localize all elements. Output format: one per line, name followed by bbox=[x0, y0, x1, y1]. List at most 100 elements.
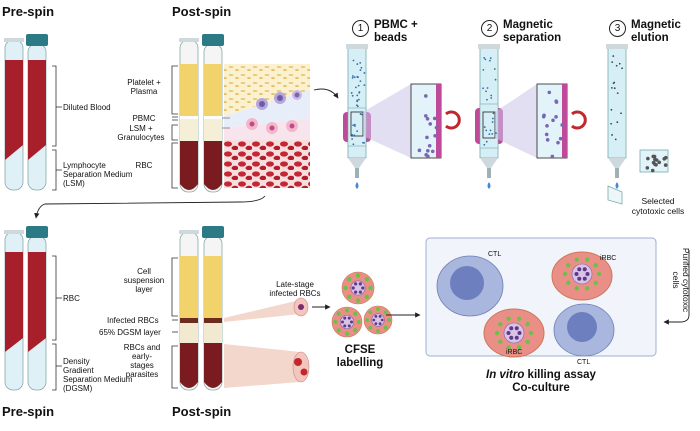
cell-dot bbox=[350, 92, 353, 94]
cell-dot bbox=[652, 154, 657, 159]
cell-dot bbox=[346, 294, 352, 300]
cell-dot bbox=[493, 68, 496, 70]
cell-dot bbox=[365, 318, 370, 322]
cell-dot bbox=[482, 87, 484, 90]
cell-dot bbox=[430, 149, 435, 154]
cell-dot bbox=[336, 311, 341, 316]
cell-dot bbox=[343, 324, 347, 328]
cell-dot bbox=[545, 138, 550, 142]
cell-dot bbox=[492, 112, 495, 115]
cell-dot bbox=[494, 330, 500, 336]
cell-dot bbox=[509, 326, 514, 331]
post-spin-tube-top-b bbox=[202, 34, 224, 193]
column-step3 bbox=[606, 44, 669, 205]
cell-dot bbox=[585, 257, 590, 262]
cell-dot bbox=[613, 87, 616, 90]
cell-dot bbox=[593, 262, 598, 268]
cell-dot bbox=[343, 285, 348, 291]
cell-dot bbox=[488, 133, 491, 136]
post-spin-tube-bottom-a bbox=[179, 230, 199, 391]
cell-dot bbox=[525, 339, 530, 345]
cell-dot bbox=[653, 157, 657, 162]
cell-dot bbox=[528, 330, 534, 336]
cell-dot bbox=[610, 86, 613, 89]
cell-dot bbox=[484, 58, 487, 61]
drop-icon bbox=[355, 182, 359, 189]
cell-dot bbox=[582, 276, 587, 281]
cell-dot bbox=[428, 122, 433, 126]
cell-dot bbox=[485, 90, 487, 93]
cell-dot bbox=[489, 57, 492, 60]
cell-dot bbox=[547, 90, 552, 95]
step-1-number: 1 bbox=[352, 20, 369, 37]
cell-dot bbox=[351, 286, 355, 290]
cell-dot bbox=[364, 294, 370, 300]
cell-dot bbox=[498, 321, 503, 327]
cell-dot bbox=[368, 325, 373, 330]
cell-dot bbox=[355, 86, 357, 89]
cell-dot bbox=[517, 345, 522, 350]
cell-dot bbox=[356, 130, 359, 133]
collection-tube-icon bbox=[607, 185, 623, 205]
pre-spin-tube-bottom-b bbox=[26, 226, 48, 391]
tube-cap-icon bbox=[26, 34, 48, 46]
cell-dot bbox=[363, 72, 366, 74]
cell-dot bbox=[551, 118, 555, 123]
post-spin-tube-top-a bbox=[179, 38, 199, 193]
ctl-cell-right bbox=[553, 303, 615, 357]
cell-dot bbox=[368, 310, 373, 315]
cell-dot bbox=[593, 280, 598, 286]
cell-dot bbox=[483, 126, 486, 128]
cell-dot bbox=[506, 331, 511, 335]
cell-dot bbox=[433, 133, 437, 138]
column-step1 bbox=[343, 44, 461, 189]
cell-dot bbox=[514, 335, 519, 340]
cell-dot bbox=[612, 82, 615, 85]
cell-dot bbox=[352, 143, 355, 146]
killing-assay-title: In vitro killing assay Co-culture bbox=[486, 369, 596, 394]
cell-dot bbox=[417, 148, 422, 153]
dgsm-layer-label: 65% DGSM layer bbox=[99, 328, 161, 337]
cell-dot bbox=[356, 99, 359, 102]
cell-dot bbox=[426, 154, 430, 159]
cell-dot bbox=[362, 141, 364, 144]
cell-dot bbox=[582, 267, 587, 272]
cell-dot bbox=[423, 114, 428, 118]
cell-dot bbox=[351, 94, 354, 97]
cell-dot bbox=[612, 55, 615, 57]
ctl-label-left: CTL bbox=[488, 251, 502, 258]
cell-dot bbox=[517, 316, 522, 321]
rbc-label-bottom-left: RBC bbox=[63, 294, 80, 303]
cell-dot bbox=[351, 76, 354, 79]
cell-dot bbox=[611, 134, 613, 136]
cell-dot bbox=[353, 328, 358, 333]
cell-dot bbox=[427, 143, 432, 148]
cell-dot bbox=[353, 123, 356, 126]
cell-dot bbox=[506, 316, 511, 321]
cell-dot bbox=[336, 328, 341, 333]
rbc-label-top: RBC bbox=[135, 161, 153, 170]
cell-dot bbox=[361, 286, 365, 290]
cell-dot bbox=[610, 108, 613, 111]
cell-dot bbox=[486, 98, 488, 101]
cell-dot bbox=[654, 163, 658, 167]
bead-dots bbox=[350, 55, 668, 173]
cell-dot bbox=[378, 314, 382, 318]
cfse-labelled-cells bbox=[331, 271, 393, 338]
cell-dot bbox=[354, 282, 358, 286]
cell-dot bbox=[574, 286, 579, 291]
cell-dot bbox=[585, 286, 590, 291]
cell-dot bbox=[482, 68, 485, 71]
cell-dot bbox=[341, 320, 344, 324]
cell-dot bbox=[347, 316, 351, 320]
cell-dot bbox=[509, 335, 514, 340]
cell-dot bbox=[550, 154, 555, 159]
cell-dot bbox=[566, 280, 571, 286]
cell-dot bbox=[503, 322, 525, 344]
cell-dot bbox=[645, 166, 650, 170]
